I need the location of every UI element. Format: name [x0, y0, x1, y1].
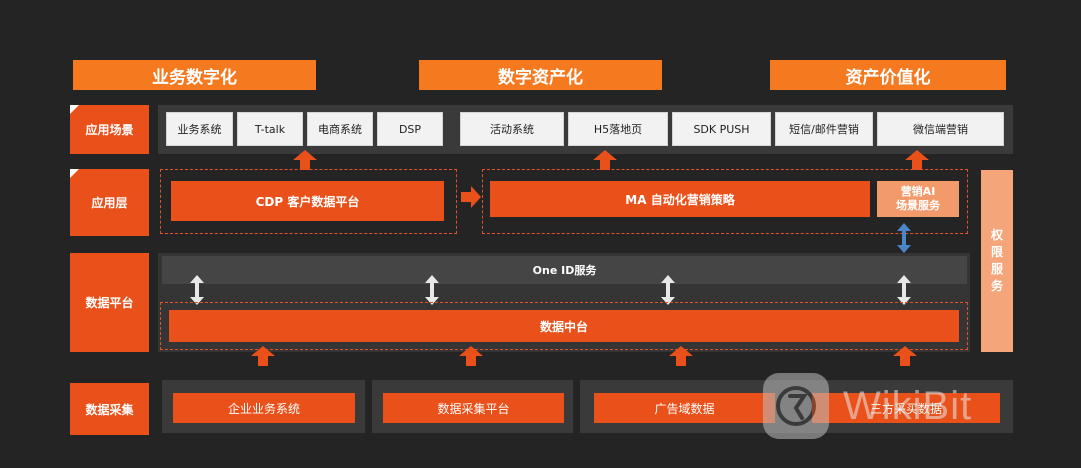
collect-data-platform: 数据采集平台	[383, 393, 564, 423]
arrow-up-icon	[905, 150, 929, 170]
data-middle-platform-bar: 数据中台	[169, 310, 959, 342]
double-arrow-icon	[190, 275, 204, 305]
watermark-logo-icon	[763, 373, 829, 439]
double-arrow-blue-icon	[897, 223, 911, 253]
scene-item-ecommerce-system: 电商系统	[307, 112, 373, 146]
data-middle-dashed-frame	[160, 302, 968, 350]
scene-item-business-system: 业务系统	[166, 112, 233, 146]
arrow-up-icon	[293, 150, 317, 170]
double-arrow-icon	[897, 275, 911, 305]
arrow-up-icon	[459, 346, 483, 366]
row-label-platform: 数据平台	[70, 253, 149, 352]
arrow-up-icon	[893, 346, 917, 366]
permission-char: 限	[990, 245, 1003, 259]
collect-enterprise-system: 企业业务系统	[173, 393, 355, 423]
collect-third-party-data: 三方采买数据	[812, 393, 1000, 423]
banner-asset-valorization: 资产价值化	[770, 60, 1006, 90]
scene-item-dsp: DSP	[377, 112, 443, 146]
scene-item-sms-email: 短信/邮件营销	[775, 112, 873, 146]
scene-item-wechat: 微信端营销	[877, 112, 1004, 146]
double-arrow-icon	[661, 275, 675, 305]
collect-ad-data: 广告域数据	[594, 393, 775, 423]
permission-char: 权	[990, 228, 1003, 242]
double-arrow-icon	[425, 275, 439, 305]
cdp-platform-box: CDP 客户数据平台	[171, 181, 444, 221]
watermark-text: WikiBit	[843, 383, 973, 428]
one-id-service-bar: One ID服务	[162, 256, 967, 284]
scene-item-h5-landing: H5落地页	[568, 112, 668, 146]
row-label-collect: 数据采集	[70, 383, 149, 435]
scene-item-t-talk: T-talk	[237, 112, 303, 146]
scene-item-activity-system: 活动系统	[460, 112, 564, 146]
ma-dashed-frame	[482, 169, 968, 234]
marketing-ai-box: 营销AI 场景服务	[877, 181, 959, 217]
arrow-up-icon	[251, 346, 275, 366]
ma-strategy-box: MA 自动化营销策略	[490, 181, 870, 217]
arrow-up-icon	[593, 150, 617, 170]
arrow-right-icon	[461, 186, 481, 208]
permission-char: 服	[990, 262, 1003, 276]
scene-item-sdk-push: SDK PUSH	[672, 112, 771, 146]
watermark: WikiBit	[763, 373, 972, 439]
banner-business-digitization: 业务数字化	[73, 60, 316, 90]
permission-service-column: 权 限 服 务	[981, 170, 1013, 352]
cdp-dashed-frame	[160, 169, 457, 234]
arrow-up-icon	[669, 346, 693, 366]
row-label-scene: 应用场景	[70, 105, 149, 154]
marketing-ai-line1: 营销AI	[900, 185, 936, 198]
row-label-app: 应用层	[70, 169, 149, 236]
marketing-ai-line2: 场景服务	[896, 199, 940, 212]
permission-char: 务	[990, 279, 1003, 293]
banner-digital-assetization: 数字资产化	[419, 60, 662, 90]
